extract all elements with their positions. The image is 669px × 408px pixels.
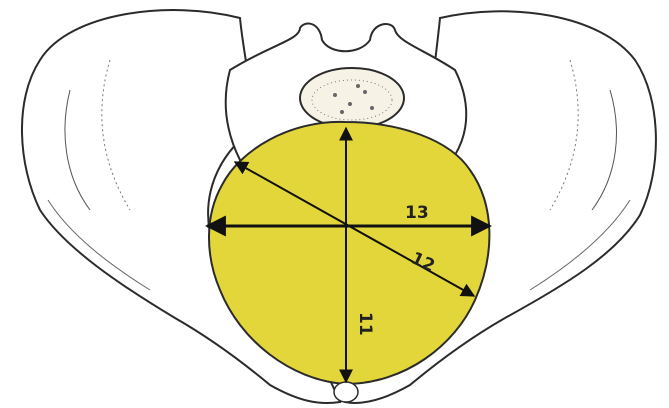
vertebral-body [300,68,404,128]
conjugate-diameter-label: 11 [355,312,375,336]
transverse-diameter-label: 13 [405,203,429,223]
pubic-symphysis [334,382,358,402]
